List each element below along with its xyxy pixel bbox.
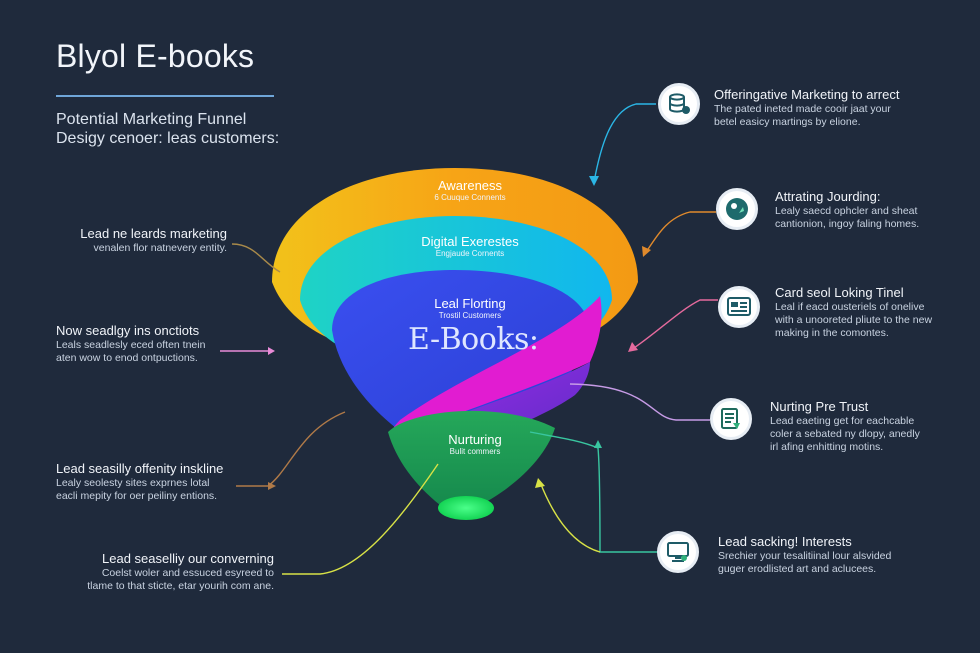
left-callout-2-heading: Now seadlgy ins onctiots — [56, 323, 200, 338]
subtitle-line-2: Desigy cenoer: leas customers: — [56, 130, 280, 147]
stage-title-digital: Digital Exerestes — [421, 234, 519, 249]
left-callout-2: Now seadlgy ins onctiots Leals seadlesly… — [56, 322, 205, 365]
left-arrow-3 — [268, 482, 276, 490]
right-callout-2-body-1: Lealy saecd ophcler and sheat — [775, 205, 918, 217]
right-callout-3-body-1: Leal if eacd ousteriels of onelive — [775, 301, 925, 313]
subtitle-line-1: Potential Marketing Funnel — [56, 111, 247, 128]
card-icon-glyph — [727, 297, 751, 316]
document-icon — [710, 398, 752, 440]
left-callout-3-heading: Lead seasilly offenity inskline — [56, 461, 224, 476]
compass-icon-glyph — [726, 198, 748, 220]
stage-label-lead: Leal Florting Trostil Customers — [410, 296, 530, 320]
right-connector-4 — [569, 383, 710, 421]
title-divider — [56, 95, 274, 97]
left-callout-4-body-2: tlame to that sticte, etar yourih com an… — [87, 580, 274, 592]
page-subtitle: Potential Marketing Funnel Desigy cenoer… — [56, 110, 279, 148]
right-callout-3-heading: Card seol Loking Tinel — [775, 285, 904, 300]
left-callout-3: Lead seasilly offenity inskline Lealy se… — [56, 460, 223, 503]
right-connector-3 — [633, 299, 718, 349]
left-connector-1 — [231, 243, 281, 273]
funnel-base-glow — [438, 496, 494, 520]
left-callout-1: Lead ne leards marketing venalen flor na… — [80, 225, 227, 255]
page-title: Blyol E-books — [56, 38, 255, 74]
left-callout-3-body-1: Lealy seolesty sites exprnes lotal — [56, 477, 210, 489]
right-arrow-2 — [642, 246, 651, 257]
right-callout-3-body-3: making in the comontes. — [775, 327, 889, 339]
right-arrow-1 — [589, 176, 599, 186]
left-connector-3 — [236, 411, 346, 487]
left-callout-4-heading: Lead seaselliy our converning — [102, 551, 274, 566]
left-callout-1-body: venalen flor natnevery entity. — [93, 242, 227, 254]
right-connector-5b — [539, 481, 601, 553]
database-icon — [658, 83, 700, 125]
right-callout-4-body-1: Lead eaeting get for eachcable — [770, 415, 915, 427]
right-callout-1-heading: Offeringative Marketing to arrect — [714, 87, 900, 102]
right-arrow-5b — [535, 478, 545, 488]
stage-label-digital: Digital Exerestes Engjaude Cornents — [400, 234, 540, 258]
right-callout-1-body-1: The pated ineted made cooir jaat your — [714, 103, 891, 115]
card-icon — [718, 286, 760, 328]
left-connector-4 — [282, 463, 439, 575]
right-connector-2 — [645, 211, 716, 253]
right-callout-5-body-2: guger erodlisted art and aclucees. — [718, 563, 877, 575]
right-arrow-3 — [628, 342, 638, 352]
right-callout-5: Lead sacking! Interests Srechier your te… — [718, 533, 891, 576]
right-callout-3: Card seol Loking Tinel Leal if eacd oust… — [775, 284, 932, 340]
funnel-stage-nurturing — [388, 410, 555, 505]
right-callout-5-heading: Lead sacking! Interests — [718, 534, 852, 549]
right-arrow-5a — [594, 440, 602, 448]
left-arrow-2 — [268, 347, 275, 355]
stage-sub-digital: Engjaude Cornents — [435, 249, 505, 258]
right-callout-1-body-2: betel easicy martings by elione. — [714, 116, 861, 128]
right-connector-1 — [593, 103, 656, 183]
left-callout-3-body-2: eacli mepity for oer peiliny entions. — [56, 490, 218, 502]
right-connector-5a — [529, 431, 660, 553]
stage-sub-nurturing: Bulit commers — [449, 447, 501, 456]
right-callout-4-body-2: coler a sebated ny dlopy, anedly — [770, 428, 920, 440]
compass-icon — [716, 188, 758, 230]
funnel-center-title: E-Books: — [408, 322, 539, 357]
left-callout-2-body-1: Leals seadlesly eced often tnein — [56, 339, 206, 351]
monitor-icon — [657, 531, 699, 573]
stage-sub-lead: Trostil Customers — [438, 311, 502, 320]
right-callout-4: Nurting Pre Trust Lead eaeting get for e… — [770, 398, 920, 454]
right-callout-4-body-3: irl afing enhitting motins. — [770, 441, 884, 453]
stage-label-awareness: Awareness 6 Cuuque Connents — [410, 178, 530, 202]
stage-sub-awareness: 6 Cuuque Connents — [434, 193, 506, 202]
right-callout-4-heading: Nurting Pre Trust — [770, 399, 869, 414]
funnel-magenta-band — [390, 296, 602, 442]
right-callout-3-body-2: with a unooreted pliute to the new — [775, 314, 933, 326]
monitor-icon-glyph — [667, 542, 689, 562]
left-callout-1-heading: Lead ne leards marketing — [80, 226, 227, 241]
stage-label-nurturing: Nurturing Bulit commers — [425, 432, 525, 456]
right-callout-1: Offeringative Marketing to arrect The pa… — [714, 86, 899, 129]
right-callout-2-body-2: cantionion, ingoy faling homes. — [775, 218, 920, 230]
right-callout-2-heading: Attrating Jourding: — [775, 189, 881, 204]
stage-title-awareness: Awareness — [437, 178, 503, 193]
document-icon-glyph — [721, 408, 740, 429]
left-callout-4-body-1: Coelst woler and essuced esyreed to — [101, 567, 274, 579]
right-callout-5-body-1: Srechier your tesalitiinal lour alsvided — [718, 550, 892, 562]
database-icon-glyph — [669, 93, 690, 114]
right-callout-2: Attrating Jourding: Lealy saecd ophcler … — [775, 188, 919, 231]
stage-title-nurturing: Nurturing — [448, 432, 502, 447]
left-callout-4: Lead seaselliy our converning Coelst wol… — [87, 550, 274, 593]
left-callout-2-body-2: aten wow to enod ontpuctions. — [56, 352, 198, 364]
stage-title-lead: Leal Florting — [434, 296, 506, 311]
